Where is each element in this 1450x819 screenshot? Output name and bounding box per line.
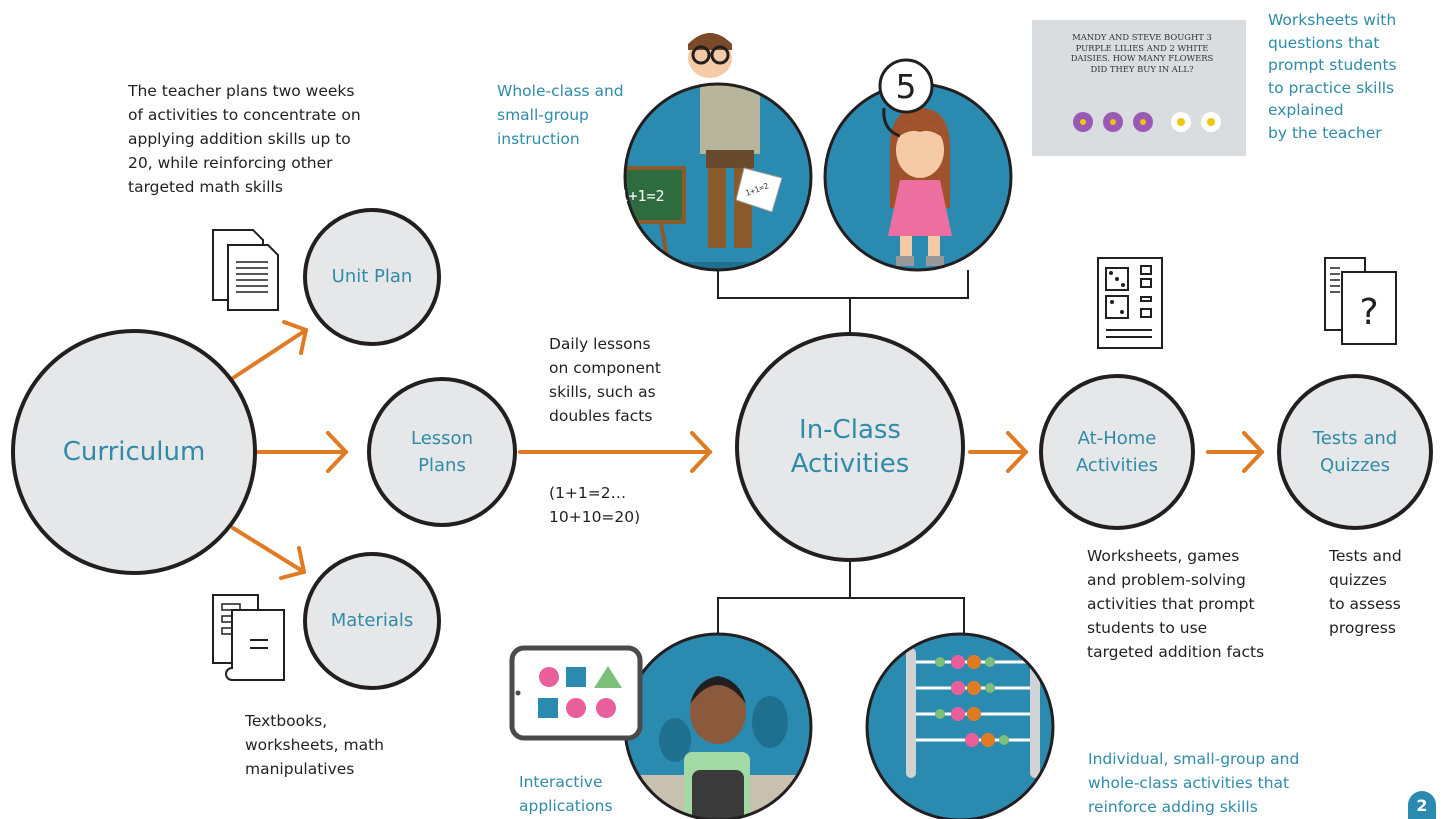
arrow-athome-tests <box>1206 431 1264 473</box>
daily-lessons-note: Daily lessons on component skills, such … <box>549 335 661 425</box>
unit-plan-label: Unit Plan <box>331 266 413 287</box>
teacher-illustration <box>623 33 813 272</box>
lesson-plans-label: Lesson Plans <box>411 428 473 476</box>
boy-tablet-illustration <box>509 632 813 819</box>
unit-plan-note: The teacher plans two weeks of activitie… <box>128 82 361 196</box>
girl-illustration <box>823 58 1013 272</box>
unit-plan-documents-icon <box>212 229 279 311</box>
tests-note: Tests and quizzes to assess progress <box>1329 547 1402 637</box>
worksheet-dice-icon <box>1097 257 1163 349</box>
materials-label: Materials <box>330 610 414 631</box>
arrows <box>231 320 1264 580</box>
at-home-circle <box>1039 374 1195 530</box>
worksheet-question: MANDY AND STEVE BOUGHT 3 PURPLE LILIES A… <box>1070 32 1214 74</box>
curriculum-label: Curriculum <box>62 437 206 467</box>
materials-note: Textbooks, worksheets, math manipulative… <box>245 712 384 778</box>
node-circles <box>11 208 1433 690</box>
worksheet-card <box>1032 20 1246 156</box>
lesson-plans-circle <box>367 377 517 527</box>
abacus-illustration <box>865 632 1055 819</box>
page-number-badge: 2 <box>1408 791 1436 819</box>
daily-lessons-example: (1+1=2… 10+10=20) <box>549 484 641 526</box>
arrow-curriculum-materials <box>231 526 306 580</box>
connector-lines <box>717 270 969 634</box>
tests-circle <box>1277 374 1433 530</box>
arrow-inclass-athome <box>968 431 1028 473</box>
chalkboard-text: 1+1=2 <box>619 187 664 205</box>
at-home-note: Worksheets, games and problem-solving ac… <box>1087 547 1265 661</box>
curriculum-circle <box>11 329 257 575</box>
tests-label: Tests and Quizzes <box>1312 428 1398 476</box>
instruction-caption: Whole-class and small-group instruction <box>497 82 624 148</box>
arrow-curriculum-unit-plan <box>231 320 308 380</box>
in-class-circle <box>735 332 965 562</box>
unit-plan-circle <box>303 208 441 346</box>
flower-icons <box>1073 112 1221 132</box>
at-home-label: At-Home Activities <box>1075 428 1159 476</box>
materials-books-icon <box>212 594 285 681</box>
individual-caption: Individual, small-group and whole-class … <box>1088 750 1300 816</box>
materials-circle <box>303 552 441 690</box>
interactive-caption: Interactive applications <box>519 773 613 815</box>
worksheets-caption: Worksheets with questions that prompt st… <box>1268 11 1397 142</box>
in-class-label: In-Class Activities <box>790 415 910 479</box>
question-mark: ? <box>1359 292 1378 333</box>
quiz-documents-icon <box>1324 257 1397 345</box>
number-bubble-text: 5 <box>896 67 917 106</box>
arrow-lesson-inclass <box>518 431 712 473</box>
